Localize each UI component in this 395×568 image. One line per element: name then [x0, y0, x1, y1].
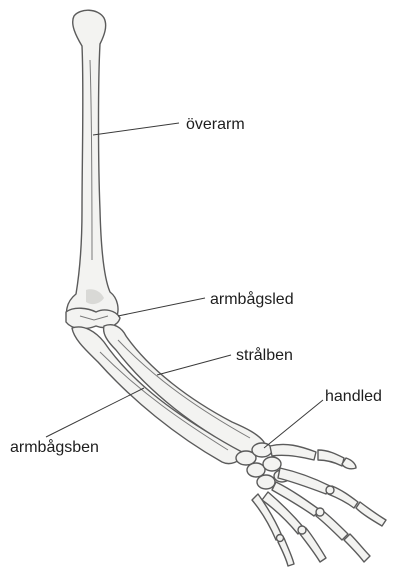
leader-ulna	[46, 388, 144, 437]
humerus-bone	[67, 10, 118, 325]
thumb-bones	[270, 444, 356, 468]
label-upper-arm: överarm	[186, 117, 245, 133]
label-ulna: armbågsben	[10, 440, 99, 456]
leader-elbow-joint	[118, 298, 205, 316]
leader-upper-arm	[93, 123, 179, 135]
label-elbow-joint: armbågsled	[210, 292, 294, 308]
label-wrist: handled	[325, 389, 382, 405]
leader-wrist	[264, 400, 323, 448]
label-radius: strålben	[236, 348, 293, 364]
leader-radius	[157, 355, 231, 375]
